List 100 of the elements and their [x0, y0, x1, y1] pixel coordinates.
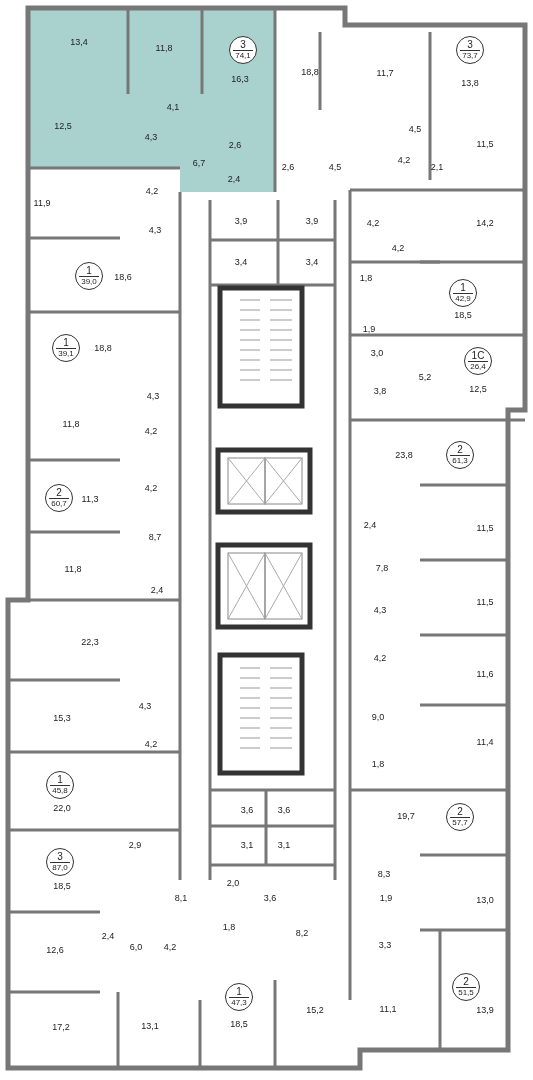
room-area: 3,9 [305, 216, 319, 226]
room-area: 4,2 [391, 243, 405, 253]
room-count: 1 [460, 282, 466, 293]
room-count: 3 [240, 39, 246, 50]
apartment-area: 60,7 [49, 498, 69, 509]
room-area: 16,3 [231, 74, 249, 84]
room-area: 4,2 [144, 426, 158, 436]
apartment-area: 47,3 [229, 997, 249, 1008]
room-area: 4,3 [138, 701, 152, 711]
room-area: 6,7 [192, 158, 206, 168]
room-count: 3 [467, 39, 473, 50]
apartment-badge [75, 262, 103, 290]
room-area: 3,0 [370, 348, 384, 358]
room-area: 18,8 [94, 343, 112, 353]
room-area: 2,6 [281, 162, 295, 172]
apartment-badge [45, 484, 73, 512]
room-area: 3,9 [234, 216, 248, 226]
room-area: 11,4 [476, 737, 494, 747]
room-area: 4,3 [148, 225, 162, 235]
room-area: 17,2 [52, 1022, 70, 1032]
room-count: 2 [463, 976, 469, 987]
room-area: 3,3 [378, 940, 392, 950]
room-count: 2 [56, 487, 62, 498]
apartment-badge [446, 803, 474, 831]
apartment-area: 39,1 [56, 348, 76, 359]
room-area: 3,1 [277, 840, 291, 850]
room-area: 7,8 [375, 563, 389, 573]
room-area: 13,1 [141, 1021, 159, 1031]
room-area: 15,2 [306, 1005, 324, 1015]
apartment-area: 45,8 [50, 785, 70, 796]
room-area: 13,0 [476, 895, 494, 905]
room-area: 4,1 [166, 102, 180, 112]
room-area: 11,5 [476, 597, 494, 607]
room-area: 14,2 [476, 218, 494, 228]
room-count: 1 [57, 774, 63, 785]
apartment-badge [52, 334, 80, 362]
room-area: 12,5 [54, 121, 72, 131]
room-area: 2,4 [363, 520, 377, 530]
apartment-badge [464, 347, 492, 375]
room-count: 3 [57, 851, 63, 862]
room-area: 4,2 [144, 483, 158, 493]
apartment-badge [46, 771, 74, 799]
room-area: 13,9 [476, 1005, 494, 1015]
room-area: 8,7 [148, 532, 162, 542]
room-area: 4,2 [163, 942, 177, 952]
room-area: 1,9 [362, 324, 376, 334]
room-area: 3,8 [373, 386, 387, 396]
room-area: 12,5 [469, 384, 487, 394]
room-area: 3,6 [277, 805, 291, 815]
room-area: 11,8 [62, 419, 80, 429]
room-area: 8,1 [174, 893, 188, 903]
room-area: 3,6 [263, 893, 277, 903]
room-area: 1,8 [371, 759, 385, 769]
room-count: 1 [63, 337, 69, 348]
room-area: 18,6 [114, 272, 132, 282]
room-area: 19,7 [397, 811, 415, 821]
apartment-area: 51,5 [456, 987, 476, 998]
room-area: 11,8 [155, 43, 173, 53]
room-area: 13,4 [70, 37, 88, 47]
apartment-badge [446, 441, 474, 469]
room-area: 11,5 [476, 523, 494, 533]
room-count: 1 [86, 265, 92, 276]
apartment-area: 74,1 [233, 50, 253, 61]
room-area: 3,1 [240, 840, 254, 850]
room-area: 1,8 [359, 273, 373, 283]
room-area: 13,8 [461, 78, 479, 88]
room-area: 4,2 [366, 218, 380, 228]
room-area: 4,5 [408, 124, 422, 134]
apartment-badge [452, 973, 480, 1001]
room-area: 11,9 [33, 198, 51, 208]
room-area: 4,3 [146, 391, 160, 401]
room-area: 1,9 [379, 893, 393, 903]
room-area: 4,2 [373, 653, 387, 663]
room-area: 2,9 [128, 840, 142, 850]
room-count: 2 [457, 806, 463, 817]
room-area: 8,3 [377, 869, 391, 879]
room-area: 11,7 [376, 68, 394, 78]
room-area: 15,3 [53, 713, 71, 723]
room-count: 1С [471, 350, 485, 361]
room-area: 1,8 [222, 922, 236, 932]
room-area: 11,6 [476, 669, 494, 679]
room-area: 3,4 [305, 257, 319, 267]
room-area: 4,3 [373, 605, 387, 615]
room-area: 11,8 [64, 564, 82, 574]
room-area: 18,5 [230, 1019, 248, 1029]
room-area: 2,0 [226, 878, 240, 888]
room-area: 2,4 [150, 585, 164, 595]
apartment-badge [225, 983, 253, 1011]
apartment-area: 26,4 [468, 361, 488, 372]
apartment-area: 87,0 [50, 862, 70, 873]
room-area: 4,2 [145, 186, 159, 196]
room-count: 1 [236, 986, 242, 997]
room-area: 2,6 [228, 140, 242, 150]
room-area: 12,6 [46, 945, 64, 955]
room-area: 2,1 [430, 162, 444, 172]
room-area: 3,4 [234, 257, 248, 267]
room-area: 8,2 [295, 928, 309, 938]
room-area: 11,3 [81, 494, 99, 504]
room-area: 4,2 [144, 739, 158, 749]
room-area: 2,4 [227, 174, 241, 184]
